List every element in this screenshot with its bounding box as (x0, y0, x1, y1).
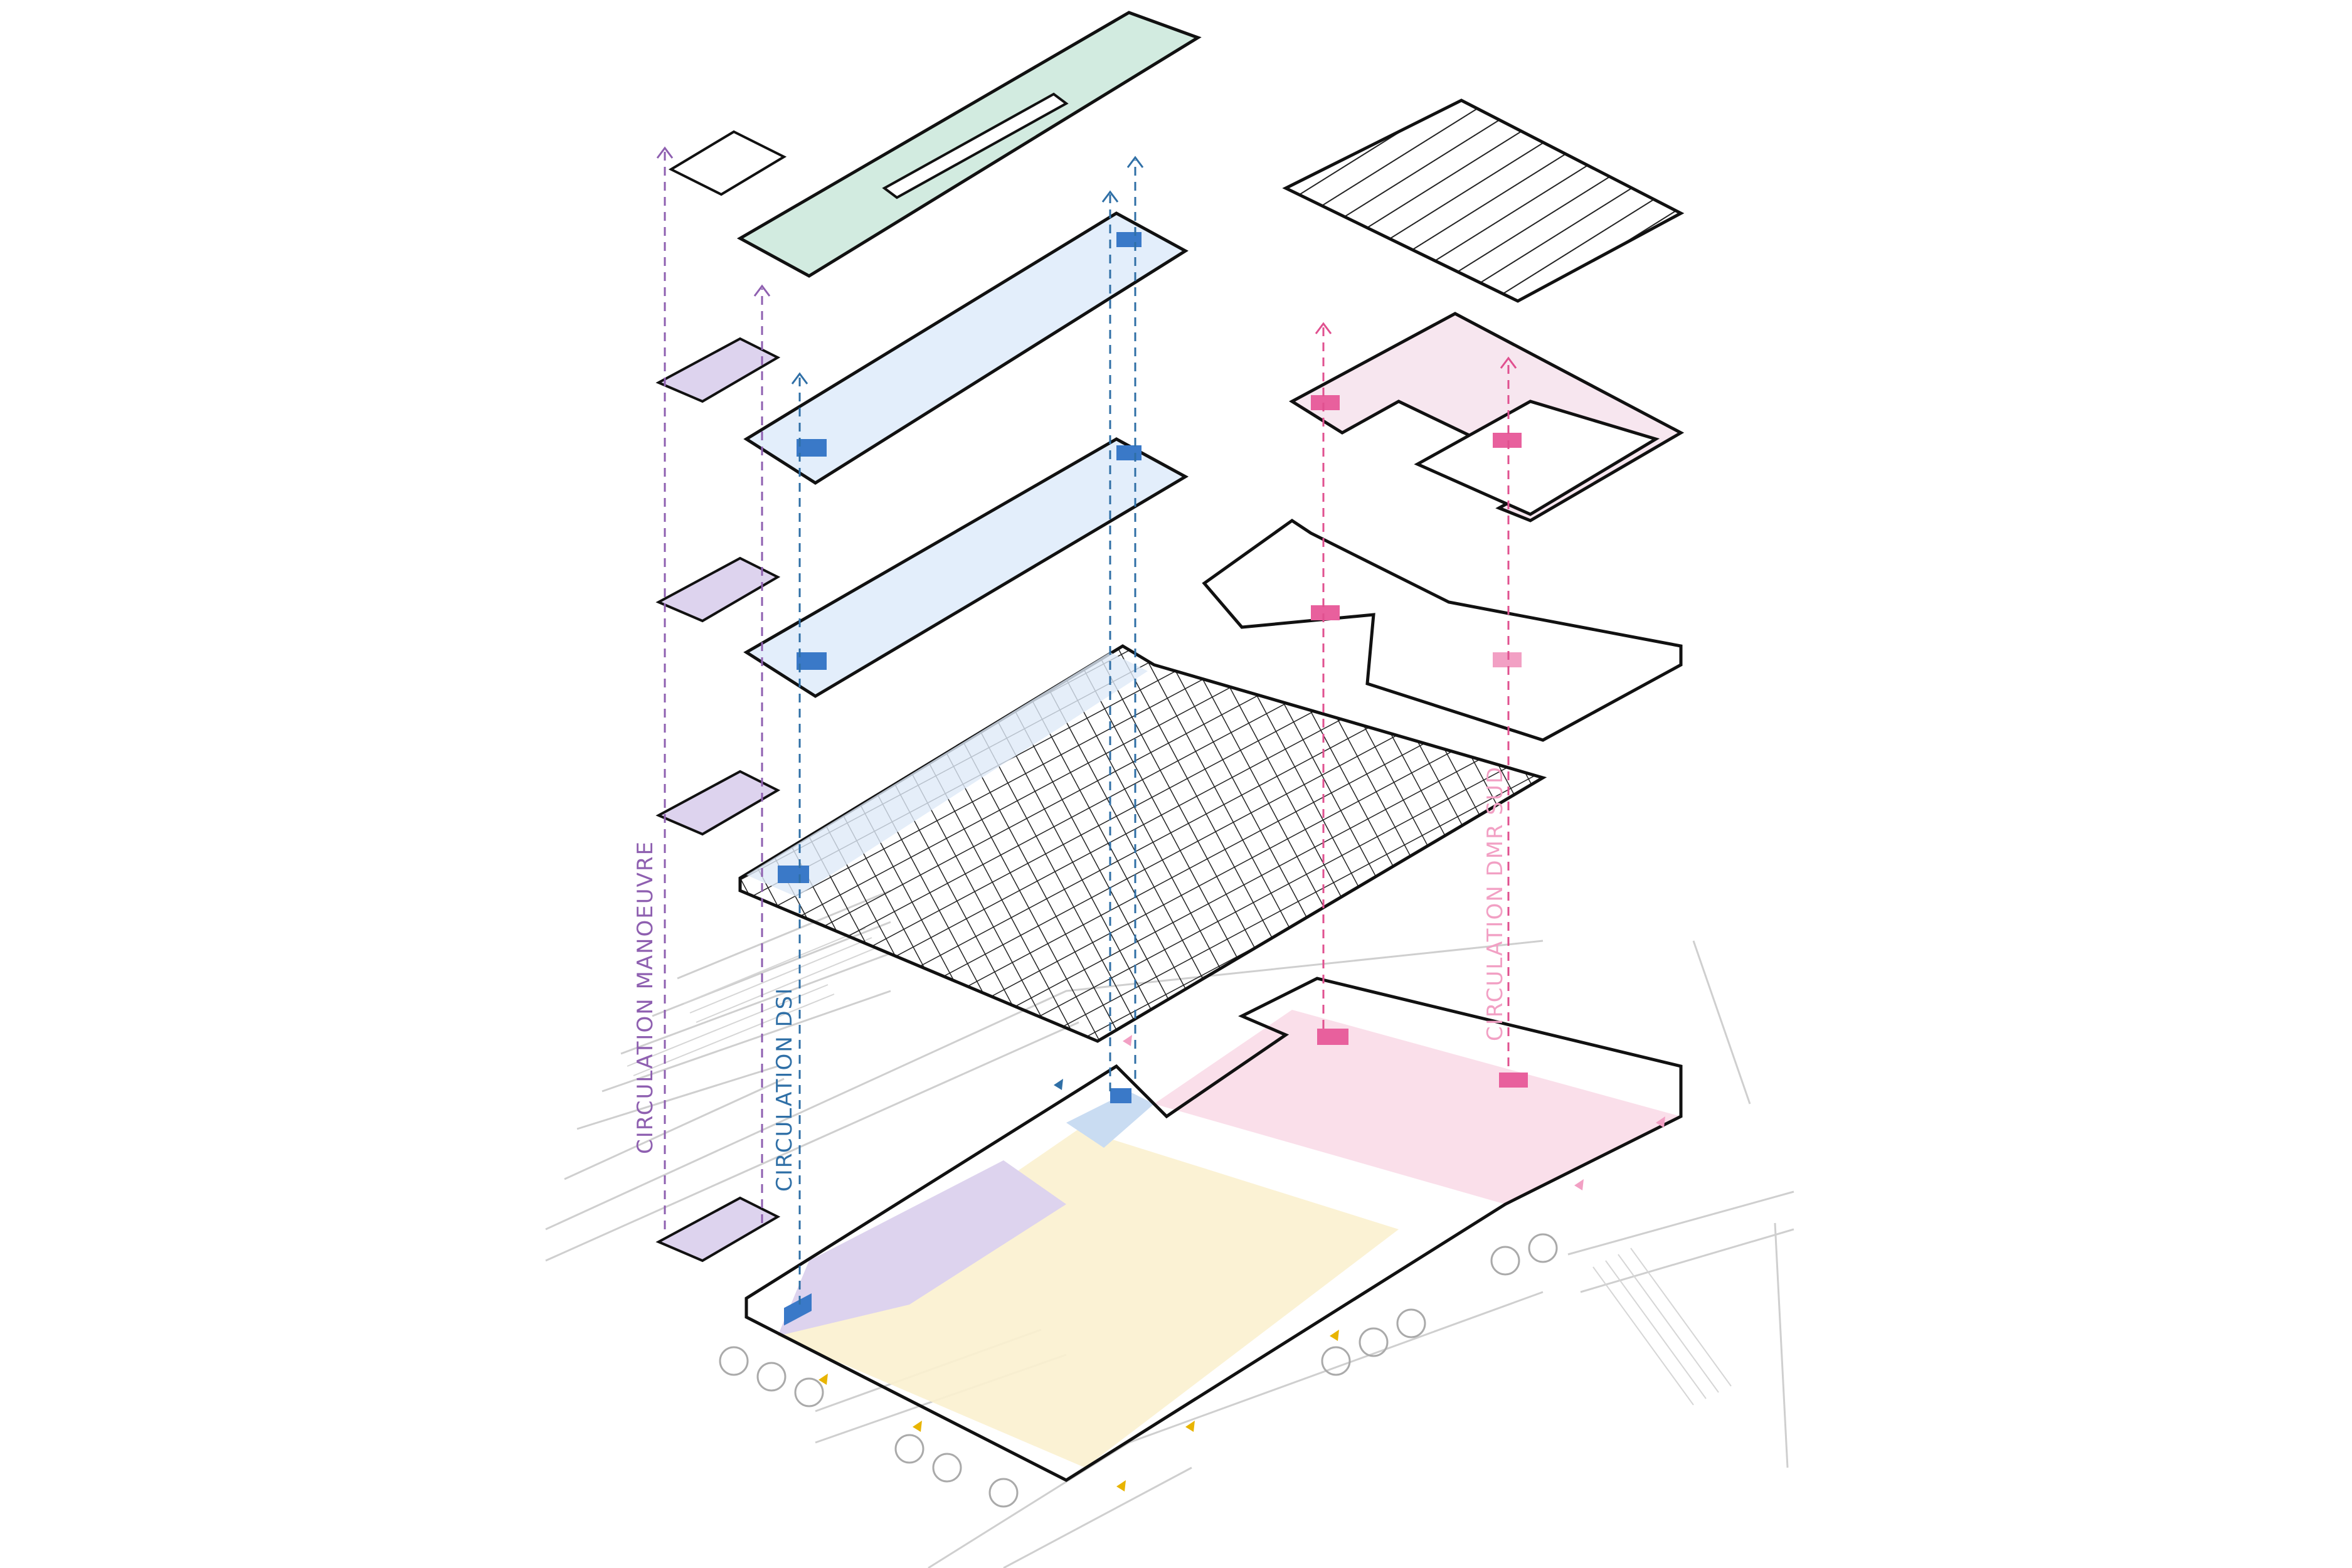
office-floor-3 (743, 211, 1189, 485)
green-roof (736, 11, 1202, 278)
core-dsi-truss (778, 866, 809, 883)
ground-floor-plan (744, 977, 1683, 1482)
core-dsi-ground-2 (1110, 1088, 1131, 1103)
manoeuvre-ground (655, 1196, 781, 1263)
atrium-light-band (746, 652, 1148, 897)
label-circulation-manoeuvre: CIRCULATION MANOEUVRE (633, 840, 658, 1154)
core-dsi-ground (784, 1293, 812, 1326)
trees (719, 1233, 1558, 1508)
core-dmr-ground-1 (1317, 1029, 1348, 1045)
core-dsi-floor-3b (1116, 232, 1142, 247)
arrow-up-icon (1500, 356, 1517, 369)
zone-yellow (778, 1129, 1399, 1468)
manoeuvre-roof (668, 130, 787, 196)
core-dsi-floor-2 (797, 652, 827, 670)
zone-blue (1066, 1091, 1154, 1148)
core-dmr-floor-2a (1311, 395, 1340, 410)
circulation-lines (664, 151, 1510, 1305)
ground-floor-outline (744, 977, 1683, 1482)
manoeuvre-stack (655, 130, 787, 1263)
office-floor-2 (743, 437, 1189, 698)
manoeuvre-l3 (655, 337, 781, 403)
core-dmr-floor-2b (1493, 433, 1522, 448)
entry-markers (818, 1035, 1665, 1491)
circulation-arrowheads (656, 146, 1517, 384)
core-dsi-floor-3 (797, 439, 827, 457)
core-dsi-floor-2b (1116, 445, 1142, 460)
arrow-up-icon (1126, 156, 1144, 168)
arrow-up-icon (791, 372, 808, 384)
arrow-up-icon (753, 284, 771, 297)
label-circulation-dmr-sud: CIRCULATION DMR SUD (1483, 766, 1508, 1041)
zone-pink (1154, 1010, 1681, 1204)
core-dmr-ground-2 (1499, 1073, 1528, 1088)
zone-purple (778, 1160, 1066, 1336)
arrow-up-icon (1315, 322, 1332, 334)
right-wing-roof (1282, 98, 1685, 303)
label-circulation-dsi: CIRCULATION DSI (772, 987, 797, 1192)
core-dmr-truss-1 (1311, 605, 1340, 620)
arrow-up-icon (1101, 190, 1119, 203)
arrow-up-icon (656, 146, 674, 159)
right-wing-floor-2 (1289, 312, 1685, 522)
parking-stalls (627, 928, 1732, 1406)
core-dmr-truss-2 (1493, 652, 1522, 667)
manoeuvre-l2 (655, 556, 781, 623)
manoeuvre-l1 (655, 770, 781, 836)
